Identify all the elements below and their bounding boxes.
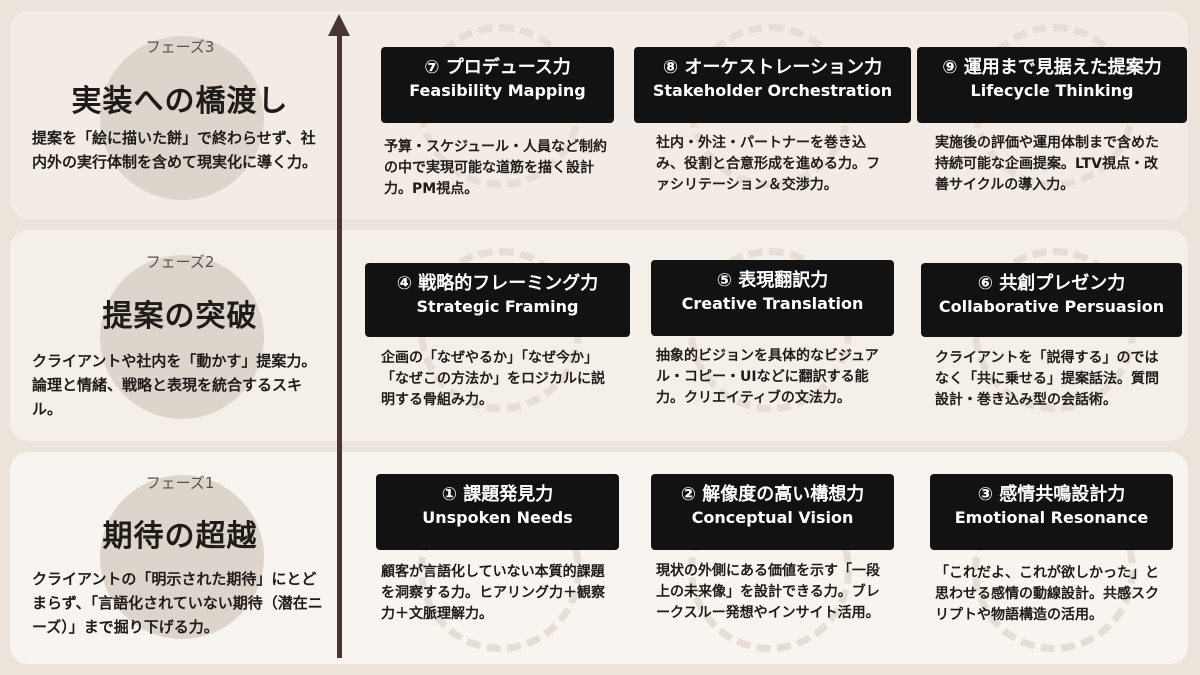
- skill-card-8-title: ⑧ オーケストレーション力: [662, 57, 883, 78]
- phase-2-description: クライアントや社内を「動かす」提案力。論理と情緒、戦略と表現を統合するスキル。: [32, 352, 317, 418]
- skill-card-5-title: ⑤ 表現翻訳力: [716, 270, 829, 291]
- skill-card-6-title: ⑥ 共創プレゼン力: [977, 273, 1126, 294]
- skill-7-description: 予算・スケジュール・人員など制約の中で実現可能な道筋を描く設計力。PM視点。: [384, 139, 608, 197]
- phase-1-description: クライアントの「明示された期待」にとどまらず、「言語化されていない期待（潜在ニー…: [32, 570, 323, 636]
- phase-3-description: 提案を「絵に描いた餅」で終わらせず、社内外の実行体制を含めて現実化に導く力。: [32, 129, 318, 171]
- skill-card-7-subtitle: Feasibility Mapping: [409, 81, 586, 100]
- phase-3-title: 実装への橋渡し: [71, 84, 289, 119]
- skill-card-2-subtitle: Conceptual Vision: [691, 508, 854, 527]
- skill-card-1-title: ① 課題発見力: [441, 484, 554, 505]
- skill-3-description: 「これだよ、これが欲しかった」と思わせる感情の動線設計。共感スクリプトや物語構造…: [935, 565, 1159, 623]
- skill-card-1: ① 課題発見力 Unspoken Needs: [376, 474, 619, 550]
- skill-card-2: ② 解像度の高い構想力 Conceptual Vision: [651, 474, 894, 550]
- skill-card-8-subtitle: Stakeholder Orchestration: [652, 81, 893, 100]
- phase-1-label: フェーズ1: [145, 474, 215, 492]
- skill-card-5-subtitle: Creative Translation: [681, 294, 864, 313]
- progression-arrow-shaft: [337, 30, 342, 658]
- skill-card-7: ⑦ プロデュース力 Feasibility Mapping: [381, 47, 614, 123]
- skill-2-description: 現状の外側にある価値を示す「一段上の未来像」を設計できる力。ブレークスルー発想や…: [656, 563, 880, 621]
- skill-card-2-title: ② 解像度の高い構想力: [680, 484, 865, 505]
- skill-card-5: ⑤ 表現翻訳力 Creative Translation: [651, 260, 894, 336]
- phase-3-circle: [100, 36, 264, 200]
- skill-card-9-title: ⑨ 運用まで見据えた提案力: [942, 57, 1162, 78]
- skill-card-3: ③ 感情共鳴設計力 Emotional Resonance: [930, 474, 1173, 550]
- skill-9-description: 実施後の評価や運用体制まで含めた持続可能な企画提案。LTV視点・改善サイクルの導…: [935, 135, 1159, 193]
- skill-card-1-subtitle: Unspoken Needs: [422, 508, 573, 527]
- skill-card-9-subtitle: Lifecycle Thinking: [970, 81, 1134, 100]
- skill-6-description: クライアントを「説得する」のではなく「共に乗せる」提案話法。質問設計・巻き込み型…: [935, 350, 1159, 408]
- phase-2-circle: [100, 255, 264, 419]
- skill-card-8: ⑧ オーケストレーション力 Stakeholder Orchestration: [634, 47, 911, 123]
- skill-card-4: ④ 戦略的フレーミング力 Strategic Framing: [365, 263, 630, 337]
- progression-arrow-head: [328, 14, 350, 36]
- skill-8-description: 社内・外注・パートナーを巻き込み、役割と合意形成を進める力。ファシリテーション＆…: [656, 135, 880, 193]
- phase-2-label: フェーズ2: [145, 253, 215, 271]
- skill-card-6-subtitle: Collaborative Persuasion: [938, 297, 1165, 316]
- skill-card-9: ⑨ 運用まで見据えた提案力 Lifecycle Thinking: [917, 47, 1187, 123]
- skill-card-4-title: ④ 戦略的フレーミング力: [396, 273, 599, 294]
- skill-card-3-subtitle: Emotional Resonance: [954, 508, 1149, 527]
- skill-card-3-title: ③ 感情共鳴設計力: [977, 484, 1126, 505]
- phase-1-circle: [100, 475, 264, 639]
- phase-2-title: 提案の突破: [102, 299, 258, 334]
- skill-card-7-title: ⑦ プロデュース力: [424, 57, 571, 78]
- phase-1-title: 期待の超越: [102, 519, 258, 554]
- skill-card-4-subtitle: Strategic Framing: [416, 297, 579, 316]
- skill-card-6: ⑥ 共創プレゼン力 Collaborative Persuasion: [921, 263, 1182, 337]
- skill-5-description: 抽象的ビジョンを具体的なビジュアル・コピー・UIなどに翻訳する能力。クリエイティ…: [656, 348, 879, 406]
- skill-1-description: 顧客が言語化していない本質的課題を洞察する力。ヒアリング力＋観察力＋文脈理解力。: [381, 564, 605, 622]
- phase-3-label: フェーズ3: [145, 38, 215, 56]
- skill-4-description: 企画の「なぜやるか」「なぜ今か」「なぜこの方法か」をロジカルに説明する骨組み力。: [381, 350, 605, 408]
